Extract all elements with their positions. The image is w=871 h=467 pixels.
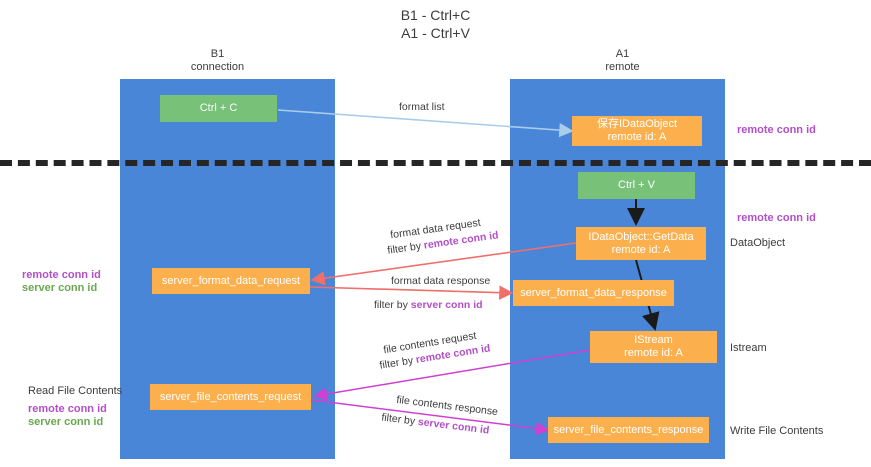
node-server-file-contents-response-label: server_file_contents_response [553, 423, 704, 436]
node-server-format-data-request-label: server_format_data_request [161, 274, 301, 287]
annotation-left-server-conn-id-2: server conn id [28, 416, 104, 428]
node-server-file-contents-request-label: server_file_contents_request [159, 390, 302, 403]
annotation-left-server-conn-id-1: server conn id [22, 282, 98, 294]
column-header-a1-title: A1 [615, 48, 630, 60]
filter-prefix: filter by [374, 299, 411, 311]
node-server-file-contents-response[interactable]: server_file_contents_response [548, 417, 709, 443]
page-title: B1 - Ctrl+C A1 - Ctrl+V [0, 6, 871, 42]
annotation-write-file-contents: Write File Contents [730, 425, 824, 437]
node-idataobject-getdata-line2: remote id: A [611, 243, 671, 256]
node-server-format-data-response[interactable]: server_format_data_response [513, 280, 674, 306]
edge-label-format-list: format list [399, 101, 445, 113]
node-ctrl-v-line1: Ctrl + V [618, 179, 655, 191]
node-ctrl-c-line1: Ctrl + C [199, 102, 238, 114]
node-istream-line2: remote id: A [624, 347, 683, 359]
filter-key-server-conn-id: server conn id [410, 299, 483, 311]
node-save-idataobject[interactable]: 保存IDataObject remote id: A [572, 116, 702, 146]
node-server-format-data-request[interactable]: server_format_data_request [152, 268, 310, 294]
column-header-a1: A1 remote [545, 48, 700, 74]
column-header-b1: B1 connection [140, 48, 295, 74]
edge-file-contents-response [311, 399, 550, 436]
node-idataobject-getdata-line1: IDataObject::GetData [588, 230, 694, 243]
page-title-line-2: A1 - Ctrl+V [401, 25, 470, 41]
phase-divider [0, 160, 871, 166]
node-save-idataobject-line2: remote id: A [607, 131, 667, 143]
edge-format-data-request [310, 242, 577, 286]
node-server-file-contents-request[interactable]: server_file_contents_request [150, 384, 311, 410]
column-header-b1-subtitle: connection [190, 61, 245, 73]
column-header-a1-subtitle: remote [605, 61, 640, 73]
annotation-left-remote-conn-id-2: remote conn id [28, 403, 107, 415]
column-header-b1-title: B1 [210, 48, 225, 60]
annotation-remote-conn-id-mid: remote conn id [737, 212, 816, 224]
node-istream-line1: IStream [634, 334, 673, 346]
annotation-left-remote-conn-id-1: remote conn id [22, 269, 101, 281]
edge-format-list [277, 109, 574, 138]
edge-file-contents-request [313, 349, 591, 401]
node-idataobject-getdata[interactable]: IDataObject::GetData remote id: A [576, 227, 706, 260]
node-ctrl-c[interactable]: Ctrl + C [160, 95, 277, 122]
page-title-line-1: B1 - Ctrl+C [400, 7, 471, 23]
annotation-remote-conn-id-top: remote conn id [737, 124, 816, 136]
node-server-format-data-response-label: server_format_data_response [520, 286, 667, 299]
annotation-dataobject: DataObject [730, 237, 786, 249]
annotation-istream: Istream [730, 342, 767, 354]
node-istream[interactable]: IStream remote id: A [590, 331, 717, 363]
edge-label-format-data-response-filter: filter by server conn id [374, 299, 483, 312]
node-save-idataobject-line1: 保存IDataObject [596, 118, 678, 130]
node-ctrl-v[interactable]: Ctrl + V [578, 172, 695, 199]
edge-label-format-data-response: format data response [391, 275, 491, 287]
annotation-read-file-contents: Read File Contents [28, 385, 123, 397]
edge-format-data-response [309, 285, 514, 300]
